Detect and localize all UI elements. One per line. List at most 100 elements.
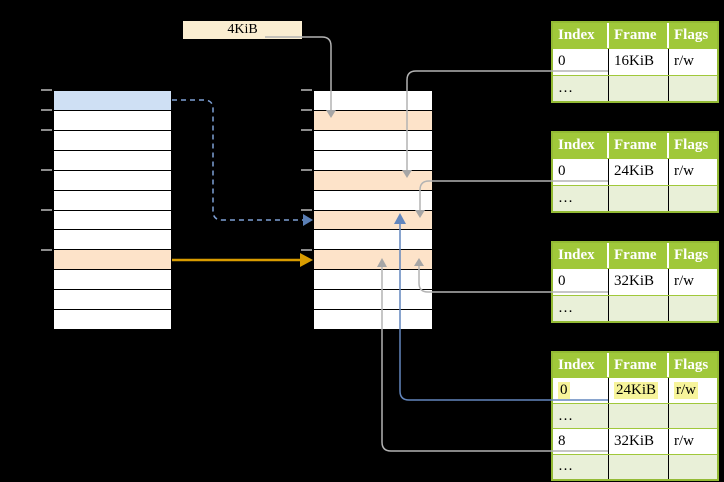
table-header-flags: Flags <box>669 133 717 159</box>
table-row: … <box>553 74 717 101</box>
table-header-frame: Frame <box>609 133 669 159</box>
tick <box>301 129 312 131</box>
memory-cell <box>314 190 432 211</box>
memory-cell <box>314 290 432 311</box>
memory-cell <box>54 190 171 211</box>
table-cell <box>609 454 669 480</box>
table-cell: r/w <box>669 378 717 403</box>
table-cell: 8 <box>553 429 609 454</box>
memory-cell <box>54 290 171 311</box>
memory-cell <box>314 230 432 251</box>
memory-cell <box>314 210 432 231</box>
page-size-label: 4KiB <box>183 21 302 39</box>
memory-cell <box>314 150 432 171</box>
table-cell: … <box>553 185 609 211</box>
table-header-frame: Frame <box>609 23 669 49</box>
table-cell <box>669 295 717 321</box>
memory-cell <box>314 270 432 291</box>
memory-cell <box>54 91 171 111</box>
memory-cell <box>54 270 171 291</box>
table-cell: r/w <box>669 49 717 75</box>
table-cell: 0 <box>553 269 609 295</box>
tick <box>41 169 52 171</box>
memory-cell <box>54 170 171 191</box>
tick <box>301 209 312 211</box>
table-row: … <box>553 453 717 480</box>
table-row: … <box>553 402 717 429</box>
table-cell: … <box>553 75 609 101</box>
tick <box>41 249 52 251</box>
table-cell <box>669 75 717 101</box>
tick <box>41 89 52 91</box>
tick <box>301 109 312 111</box>
table-cell: 16KiB <box>609 49 669 75</box>
table-header-flags: Flags <box>669 23 717 49</box>
virtual-memory-column <box>53 90 172 330</box>
table-cell: … <box>553 454 609 480</box>
memory-cell <box>54 110 171 131</box>
memory-cell <box>314 250 432 271</box>
table-header-frame: Frame <box>609 243 669 269</box>
tick <box>301 249 312 251</box>
table-cell <box>669 454 717 480</box>
physical-memory-column <box>313 90 433 330</box>
memory-cell <box>314 91 432 111</box>
table-cell <box>669 185 717 211</box>
table-cell: r/w <box>669 429 717 454</box>
table-row: … <box>553 294 717 321</box>
table-header-index: Index <box>553 353 609 378</box>
table-cell <box>609 185 669 211</box>
table-cell: … <box>553 295 609 321</box>
memory-cell <box>314 110 432 131</box>
memory-cell <box>54 310 171 330</box>
table-cell: 0 <box>553 378 609 403</box>
memory-cell <box>314 130 432 151</box>
tick <box>41 209 52 211</box>
memory-cell <box>314 170 432 191</box>
table-cell <box>609 295 669 321</box>
table-cell: r/w <box>669 269 717 295</box>
memory-cell <box>54 230 171 251</box>
table-cell <box>669 403 717 429</box>
table-cell: … <box>553 403 609 429</box>
memory-cell <box>54 130 171 151</box>
arrow-virtual-page-to-frame-dashed <box>172 99 313 226</box>
tick <box>41 129 52 131</box>
table-cell: 0 <box>553 49 609 75</box>
table-cell <box>609 75 669 101</box>
table-cell: 0 <box>553 159 609 185</box>
table-cell: 24KiB <box>609 378 669 403</box>
memory-cell <box>54 150 171 171</box>
table-header-index: Index <box>553 133 609 159</box>
memory-cell <box>54 250 171 271</box>
table-cell <box>609 403 669 429</box>
table-cell: 24KiB <box>609 159 669 185</box>
tick <box>301 169 312 171</box>
table-header-index: Index <box>553 243 609 269</box>
table-cell: r/w <box>669 159 717 185</box>
table-cell: 32KiB <box>609 429 669 454</box>
arrow-virtual-page-to-frame-orange <box>172 253 313 267</box>
table-row: … <box>553 184 717 211</box>
tick <box>301 89 312 91</box>
table-header-flags: Flags <box>669 243 717 269</box>
table-cell: 32KiB <box>609 269 669 295</box>
table-header-index: Index <box>553 23 609 49</box>
memory-cell <box>314 310 432 330</box>
table-header-frame: Frame <box>609 353 669 378</box>
memory-cell <box>54 210 171 231</box>
